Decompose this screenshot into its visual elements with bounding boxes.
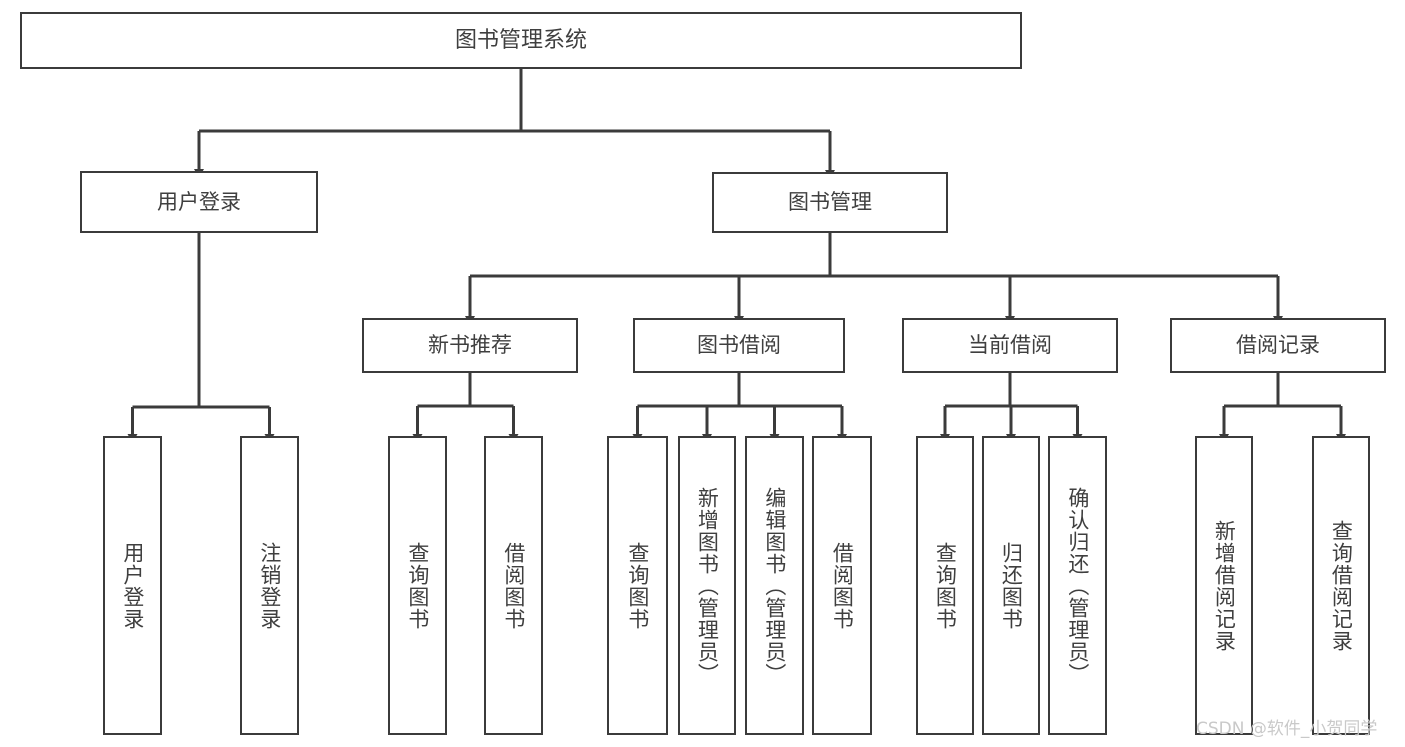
node-leaf-query-rec[interactable]: 查询借阅记录 bbox=[1312, 436, 1370, 735]
node-label: 新增借阅记录 bbox=[1212, 519, 1237, 652]
node-label: 归还图书 bbox=[999, 541, 1024, 630]
node-label: 编辑图书（管理员） bbox=[762, 486, 787, 685]
node-leaf-user-login[interactable]: 用户登录 bbox=[103, 436, 162, 735]
node-borrow-record[interactable]: 借阅记录 bbox=[1170, 318, 1386, 373]
node-leaf-return[interactable]: 归还图书 bbox=[982, 436, 1040, 735]
node-label: 查询图书 bbox=[625, 541, 650, 630]
node-leaf-query-2[interactable]: 查询图书 bbox=[607, 436, 668, 735]
node-leaf-query-1[interactable]: 查询图书 bbox=[388, 436, 447, 735]
csdn-watermark: CSDN @软件_小贺同学 bbox=[1196, 719, 1378, 739]
node-label: 用户登录 bbox=[120, 541, 145, 630]
node-label: 图书借阅 bbox=[697, 333, 781, 358]
node-leaf-add-book[interactable]: 新增图书（管理员） bbox=[678, 436, 736, 735]
node-root[interactable]: 图书管理系统 bbox=[20, 12, 1022, 69]
node-book-manage[interactable]: 图书管理 bbox=[712, 172, 948, 233]
node-new-book-rec[interactable]: 新书推荐 bbox=[362, 318, 578, 373]
node-current-borrow[interactable]: 当前借阅 bbox=[902, 318, 1118, 373]
node-label: 借阅图书 bbox=[830, 541, 855, 630]
node-label: 当前借阅 bbox=[968, 333, 1052, 358]
node-leaf-logout[interactable]: 注销登录 bbox=[240, 436, 299, 735]
node-leaf-borrow-1[interactable]: 借阅图书 bbox=[484, 436, 543, 735]
node-label: 图书管理系统 bbox=[454, 27, 587, 53]
node-label: 确认归还（管理员） bbox=[1065, 486, 1090, 685]
node-leaf-edit-book[interactable]: 编辑图书（管理员） bbox=[745, 436, 804, 735]
node-leaf-confirm[interactable]: 确认归还（管理员） bbox=[1048, 436, 1107, 735]
node-leaf-query-3[interactable]: 查询图书 bbox=[916, 436, 974, 735]
node-label: 查询图书 bbox=[933, 541, 958, 630]
node-label: 注销登录 bbox=[257, 541, 282, 630]
node-label: 图书管理 bbox=[788, 190, 872, 215]
node-label: 查询借阅记录 bbox=[1329, 519, 1354, 652]
node-label: 用户登录 bbox=[157, 189, 241, 214]
node-label: 查询图书 bbox=[405, 541, 430, 630]
node-label: 借阅记录 bbox=[1236, 333, 1320, 358]
node-label: 新增图书（管理员） bbox=[695, 486, 720, 685]
node-label: 借阅图书 bbox=[501, 541, 526, 630]
node-book-borrow[interactable]: 图书借阅 bbox=[633, 318, 845, 373]
node-user-login[interactable]: 用户登录 bbox=[80, 171, 318, 233]
node-label: 新书推荐 bbox=[428, 333, 512, 358]
node-leaf-add-rec[interactable]: 新增借阅记录 bbox=[1195, 436, 1253, 735]
node-leaf-borrow-2[interactable]: 借阅图书 bbox=[812, 436, 872, 735]
